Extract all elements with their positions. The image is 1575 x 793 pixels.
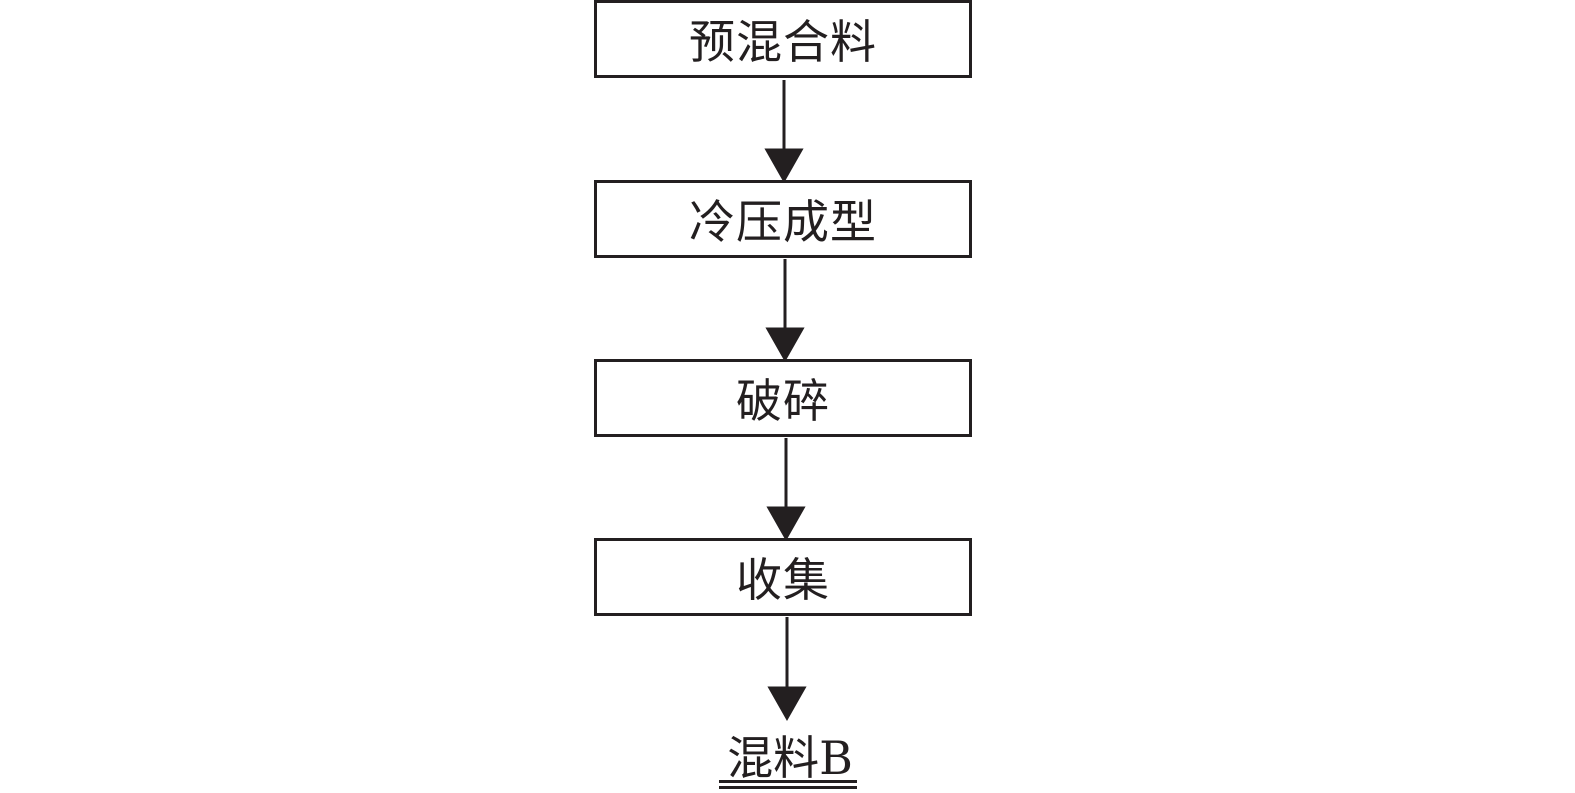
- step-cold-press-label: 冷压成型: [689, 195, 877, 249]
- step-crush: 破碎: [594, 359, 972, 437]
- arrowhead-3: [766, 506, 806, 542]
- arrowhead-1: [764, 148, 804, 184]
- output-underline-bottom: [719, 786, 857, 789]
- arrowhead-2: [765, 327, 805, 363]
- step-premix-label: 预混合料: [689, 15, 877, 69]
- step-premix: 预混合料: [594, 0, 972, 78]
- arrowhead-4: [767, 686, 807, 722]
- step-collect-label: 收集: [736, 553, 830, 607]
- output-label: 混料B: [727, 731, 853, 785]
- step-crush-label: 破碎: [736, 374, 830, 428]
- output-underline-top: [719, 780, 857, 783]
- step-collect: 收集: [594, 538, 972, 616]
- step-cold-press: 冷压成型: [594, 180, 972, 258]
